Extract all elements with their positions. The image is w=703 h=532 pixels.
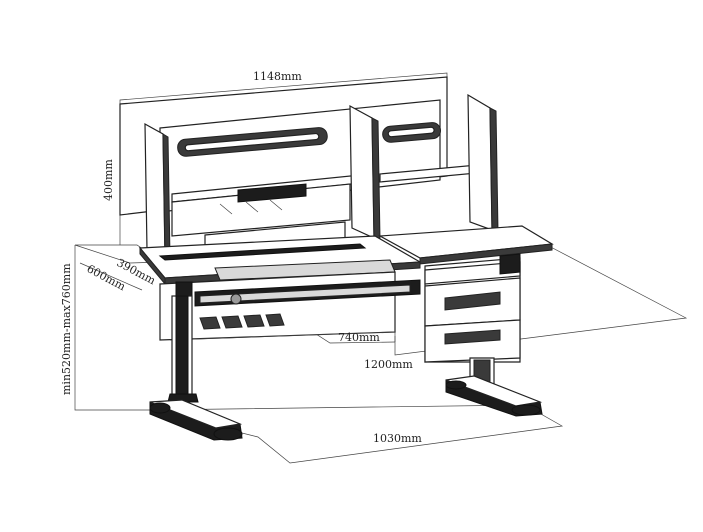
label-drawer-width: 740mm: [338, 331, 380, 344]
left-leg: [149, 281, 243, 441]
label-base-width: 1030mm: [373, 432, 422, 445]
desk-frame: [159, 271, 421, 341]
desk-top: [138, 225, 554, 286]
label-hutch-height: 400mm: [102, 159, 115, 201]
hutch: [119, 76, 499, 259]
right-leg: [445, 357, 543, 417]
label-hutch-width: 1148mm: [253, 70, 302, 83]
label-desk-height: min520mm-max760mm: [60, 263, 73, 395]
label-desk-width: 1200mm: [364, 358, 413, 371]
vent-slots: [199, 313, 285, 330]
drawer-pedestal: [424, 253, 521, 363]
